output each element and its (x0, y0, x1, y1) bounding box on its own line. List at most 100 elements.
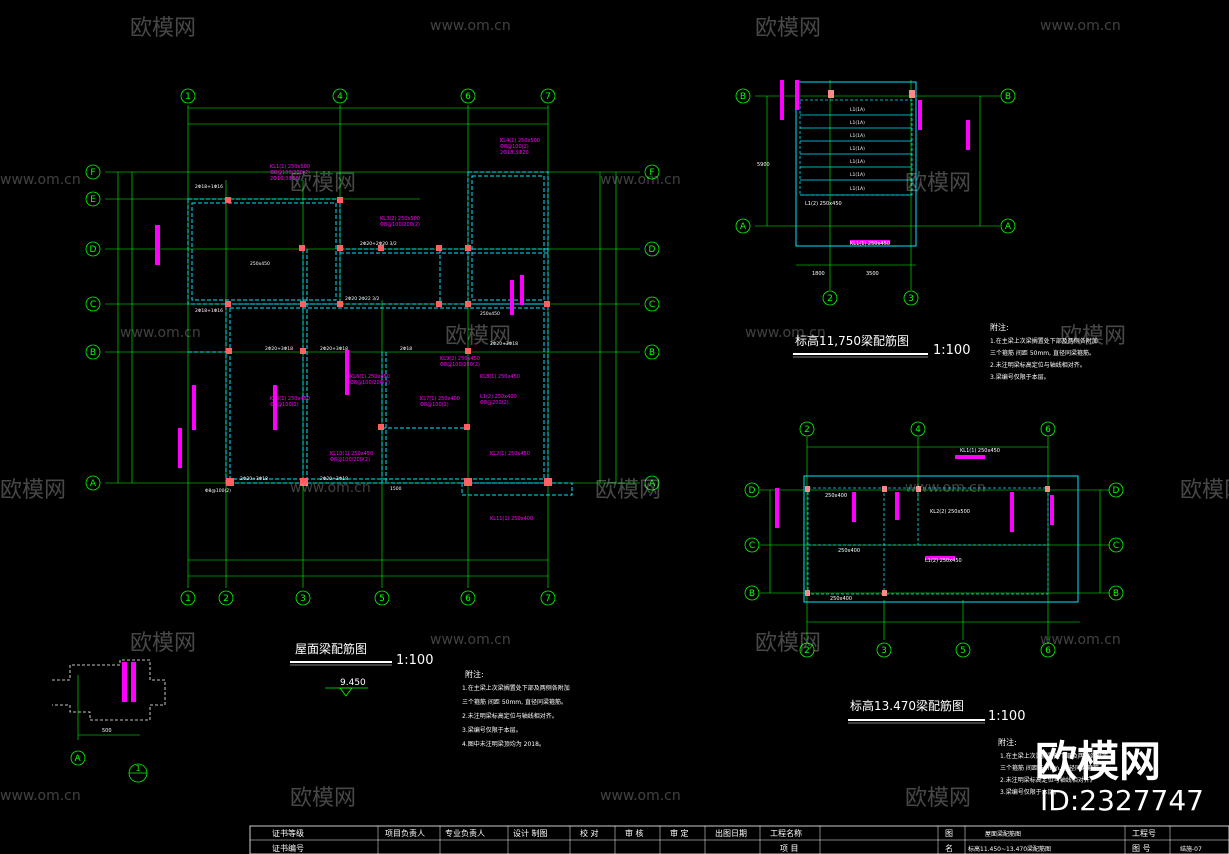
axis-bubble (540, 88, 556, 104)
svg-text:5900: 5900 (757, 162, 770, 168)
note-line: 3.梁编号仅限于本层。 (1000, 788, 1060, 796)
axis-bubble (955, 642, 971, 658)
axis-label: C (749, 541, 755, 551)
tb-check: 校 对 (580, 828, 599, 838)
svg-text:KL2(2) 250x500: KL2(2) 250x500 (930, 509, 970, 515)
watermark-url: www.om.cn (600, 172, 681, 188)
axis-label: 7 (545, 594, 551, 604)
axis-label: 6 (1045, 425, 1051, 435)
watermark-brand: 欧模网 (595, 478, 662, 503)
svg-text:1500: 1500 (390, 486, 402, 492)
note-line: 2.未注明梁标高定位与轴线相对齐。 (990, 361, 1086, 369)
roof-notes-title: 附注: (465, 669, 484, 679)
svg-text:L1(1A): L1(1A) (850, 159, 865, 165)
svg-text:2Φ16;3Φ18: 2Φ16;3Φ18 (270, 176, 299, 182)
axis-label: C (1113, 541, 1119, 551)
axis-label: D (1113, 486, 1120, 496)
svg-text:2Φ20+3Φ18: 2Φ20+3Φ18 (490, 341, 518, 347)
tb-project-name: 工程名称 (770, 828, 802, 838)
watermark-brand: 欧模网 (130, 16, 197, 41)
tb-job-no: 工程号 (1132, 829, 1156, 838)
section-detail: 500 A 1 (52, 659, 166, 783)
svg-text:Φ8@100(2): Φ8@100(2) (420, 402, 449, 408)
axis-label: F (90, 168, 95, 178)
svg-text:250x450: 250x450 (250, 261, 270, 267)
axis-bubble (644, 296, 660, 312)
axis-bubble (744, 482, 760, 498)
axis-bubble (644, 164, 660, 180)
svg-text:L1(1A): L1(1A) (850, 133, 865, 139)
axis-label: A (649, 479, 656, 489)
tb-sheet-label: 图 号 (1132, 844, 1151, 853)
axis-label: 6 (465, 594, 471, 604)
axis-label: E (90, 195, 96, 205)
detail-section: 1 (136, 764, 141, 773)
axis-bubble (85, 475, 101, 491)
axis-bubble (735, 218, 751, 234)
svg-text:Φ8@100/200(2): Φ8@100/200(2) (350, 380, 390, 386)
axis-label: 1 (185, 594, 191, 604)
svg-text:2Φ20+3Φ18: 2Φ20+3Φ18 (265, 346, 293, 352)
plan-11750-scale: 1:100 (933, 343, 970, 358)
watermark-brand: 欧模网 (130, 631, 197, 656)
plan-11750-drawing: L1(1A)L1(1A) L1(1A)L1(1A) L1(1A)L1(1A) L… (735, 80, 1098, 381)
watermark-url: www.om.cn (120, 325, 201, 341)
axis-label: B (649, 348, 655, 358)
axis-bubble (460, 88, 476, 104)
watermark-brand: 欧模网 (755, 631, 822, 656)
tb-date: 出图日期 (715, 828, 747, 838)
axis-label: 1 (185, 92, 191, 102)
axis-bubble (85, 241, 101, 257)
svg-text:2Φ20+3Φ18: 2Φ20+3Φ18 (320, 476, 348, 482)
axis-label: 3 (300, 594, 306, 604)
note-line: 1.在主梁上次梁搁置处下部及两侧各附加 (462, 684, 570, 692)
title-block: 证书等级 证书编号 项目负责人 专业负责人 设计 制图 校 对 审 核 审 定 … (249, 825, 1229, 854)
svg-text:2Φ18+1Φ16: 2Φ18+1Φ16 (195, 308, 223, 314)
watermark-url: www.om.cn (600, 788, 681, 804)
watermark-url: www.om.cn (430, 632, 511, 648)
svg-text:2Φ20+3Φ18: 2Φ20+3Φ18 (320, 346, 348, 352)
axis-label: 7 (545, 92, 551, 102)
axis-bubble (644, 475, 660, 491)
axis-bubble (744, 585, 760, 601)
svg-text:Φ8@100(2): Φ8@100(2) (270, 402, 299, 408)
axis-label: 3 (908, 294, 914, 304)
axis-bubble (180, 88, 196, 104)
note-line: 1.在主梁上次梁搁置处下部及两侧各附加 (1000, 752, 1108, 760)
watermark-url: www.om.cn (0, 788, 81, 804)
watermark-brand: 欧模网 (1180, 478, 1229, 503)
axis-label: B (1005, 92, 1011, 102)
axis-label: C (649, 300, 655, 310)
watermark-url: www.om.cn (905, 480, 986, 496)
axis-bubble (218, 590, 234, 606)
axis-bubble (822, 290, 838, 306)
axis-bubble (85, 296, 101, 312)
axis-label: A (90, 479, 97, 489)
axis-label: 2 (804, 646, 810, 656)
watermark-brand: 欧模网 (445, 324, 512, 349)
tb-sheet-no: 结施-07 (1180, 845, 1202, 853)
svg-text:KL10(1) 250x450: KL10(1) 250x450 (330, 451, 373, 457)
axis-label: 5 (379, 594, 385, 604)
svg-text:L1(1A): L1(1A) (850, 120, 865, 126)
axis-bubble (876, 642, 892, 658)
watermark-url: www.om.cn (290, 480, 371, 496)
detail-axis: A (75, 754, 82, 764)
svg-text:2Φ18: 2Φ18 (400, 346, 412, 352)
axis-label: 6 (1045, 646, 1051, 656)
axis-label: D (90, 245, 97, 255)
plan-11750-title: 标高11,750梁配筋图 (795, 333, 909, 348)
svg-text:Φ8@100(2): Φ8@100(2) (205, 488, 231, 494)
axis-label: D (649, 245, 656, 255)
axis-label: 4 (337, 92, 343, 102)
axis-bubble (735, 88, 751, 104)
svg-text:L1(1A): L1(1A) (850, 107, 865, 113)
note-line: 三个箍筋 间距 50mm, 直径同梁箍筋。 (990, 349, 1095, 357)
svg-text:250x450: 250x450 (480, 311, 500, 317)
svg-text:KL1(1) 250x450: KL1(1) 250x450 (850, 241, 890, 247)
axis-label: 3 (881, 646, 887, 656)
svg-text:L1(2) 250x400: L1(2) 250x400 (480, 394, 517, 400)
plan-13470-title: 标高13.470梁配筋图 (850, 698, 964, 713)
roof-elevation: 9.450 (340, 678, 366, 688)
